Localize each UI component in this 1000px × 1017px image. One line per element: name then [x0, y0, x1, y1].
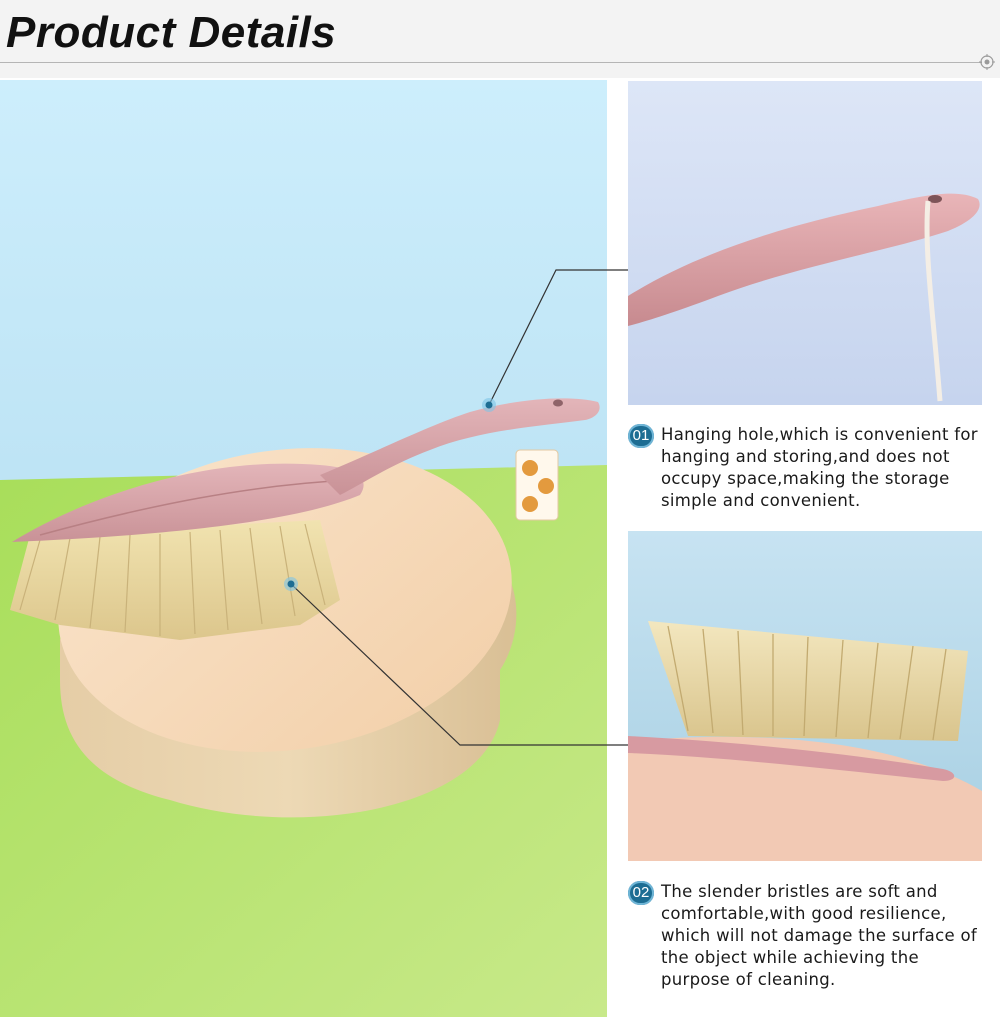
- callout-number-badge: 02: [628, 881, 654, 905]
- bristles-detail-photo: [628, 531, 982, 861]
- callout-description: The slender bristles are soft and comfor…: [661, 882, 977, 989]
- hanging-hole: [928, 195, 942, 203]
- page-title: Product Details: [6, 8, 337, 57]
- bristles: [10, 520, 340, 640]
- main-product-photo: [0, 80, 607, 1017]
- crosshair-icon: [979, 54, 995, 70]
- callout-description: Hanging hole,which is convenient for han…: [661, 425, 978, 510]
- header-divider: [0, 62, 982, 63]
- hang-tag: [515, 449, 559, 521]
- page-header: Product Details: [0, 0, 1000, 78]
- callout-number-badge: 01: [628, 424, 654, 448]
- handle-detail-photo: [628, 81, 982, 405]
